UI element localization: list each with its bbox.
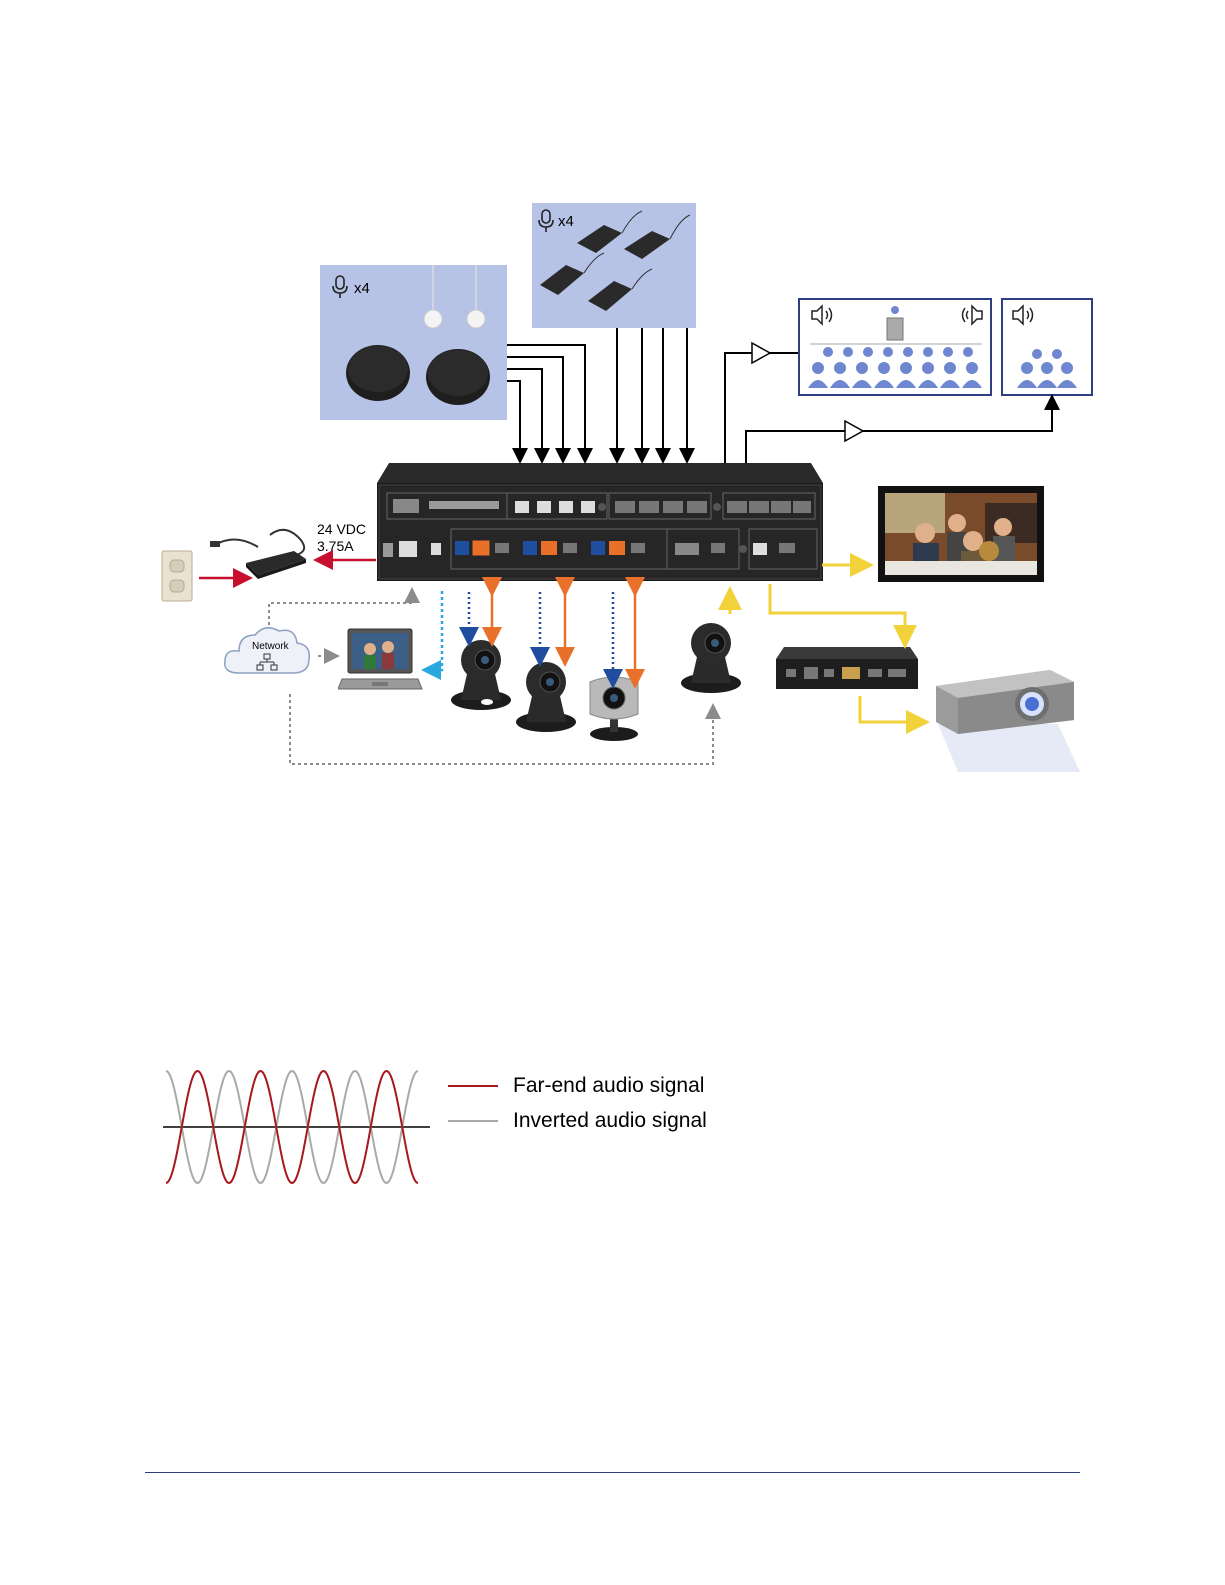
audio-lines-table bbox=[617, 328, 687, 460]
rs232-lines bbox=[469, 592, 613, 684]
usb-line bbox=[426, 591, 442, 670]
legend-label-far-end: Far-end audio signal bbox=[513, 1074, 704, 1098]
legend-label-inverted: Inverted audio signal bbox=[513, 1109, 707, 1133]
phase-inversion-figure: Far-end audio signal Inverted audio sign… bbox=[160, 1062, 740, 1192]
footer-rule bbox=[145, 1472, 1080, 1473]
connection-lines bbox=[0, 0, 1225, 780]
amplifier-icon bbox=[752, 343, 863, 441]
legend-swatch-far-end bbox=[448, 1085, 498, 1087]
audio-lines-ceiling bbox=[507, 345, 585, 460]
legend-swatch-inverted bbox=[448, 1120, 498, 1122]
legend-item-far-end: Far-end audio signal bbox=[448, 1074, 748, 1098]
legend-item-inverted: Inverted audio signal bbox=[448, 1109, 748, 1133]
legend: Far-end audio signal Inverted audio sign… bbox=[448, 1062, 748, 1142]
waveform-plot bbox=[160, 1062, 430, 1192]
video-lines bbox=[730, 565, 924, 722]
audio-output-lines bbox=[725, 353, 1052, 463]
system-diagram: x4 x4 bbox=[0, 0, 1225, 780]
